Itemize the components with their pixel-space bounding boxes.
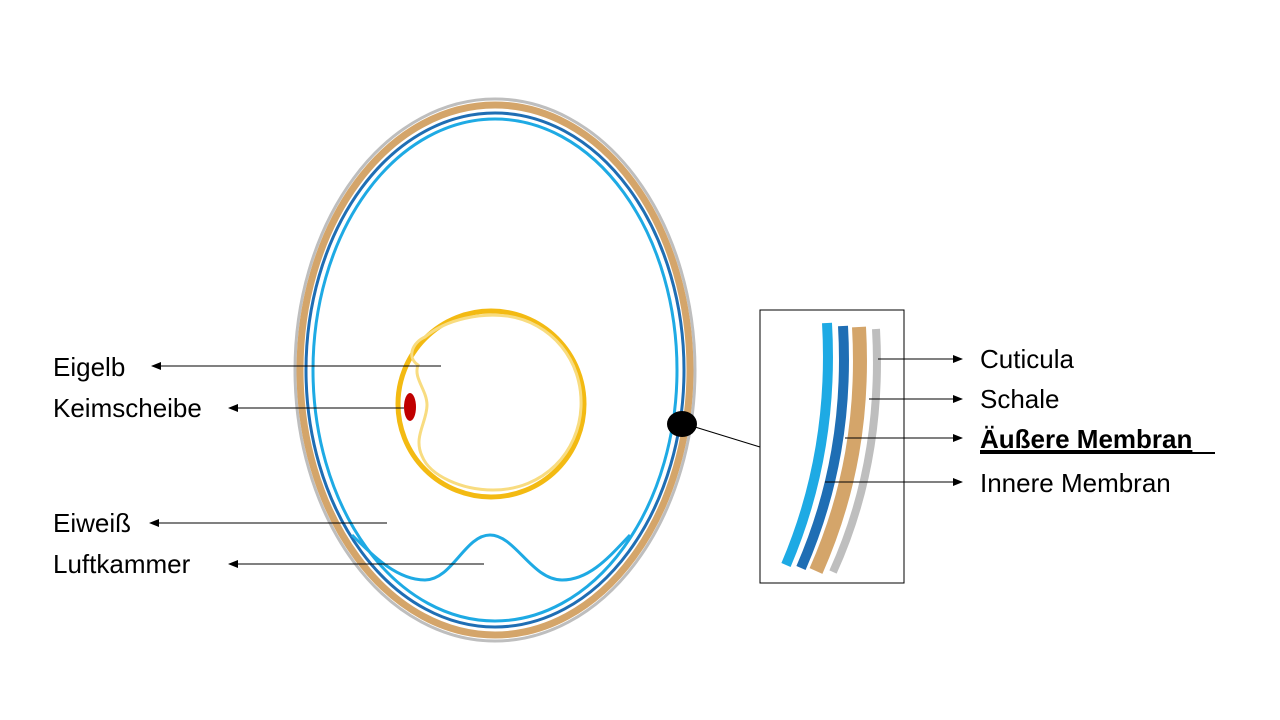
egg-outer-membrane-ring bbox=[304, 111, 686, 629]
air-chamber-line bbox=[350, 533, 632, 582]
germinal-disc bbox=[404, 393, 416, 421]
label-innere-membran: Innere Membran bbox=[980, 468, 1171, 498]
detail-outer-membrane bbox=[796, 325, 849, 570]
label-luftkammer: Luftkammer bbox=[53, 549, 191, 579]
label-aeussere-membran: Äußere Membran bbox=[980, 424, 1192, 454]
label-eigelb: Eigelb bbox=[53, 352, 125, 382]
egg-shell-ring bbox=[296, 101, 694, 639]
detail-connector-line bbox=[694, 426, 761, 448]
label-cuticula: Cuticula bbox=[980, 344, 1074, 374]
shell-detail-inset bbox=[759, 309, 905, 584]
egg-inner-membrane-ring bbox=[311, 117, 679, 623]
detail-inner-membrane bbox=[781, 322, 833, 567]
detail-marker-dot bbox=[667, 411, 697, 437]
egg-cuticula-ring bbox=[293, 97, 697, 643]
label-schale: Schale bbox=[980, 384, 1060, 414]
yolk-outer-ring bbox=[395, 308, 587, 500]
label-keimscheibe: Keimscheibe bbox=[53, 393, 202, 423]
egg bbox=[293, 97, 697, 643]
label-eiweiss: Eiweiß bbox=[53, 508, 131, 538]
detail-cuticula bbox=[829, 328, 881, 574]
detail-shell bbox=[809, 326, 867, 574]
yolk-inner-ring bbox=[410, 313, 583, 492]
